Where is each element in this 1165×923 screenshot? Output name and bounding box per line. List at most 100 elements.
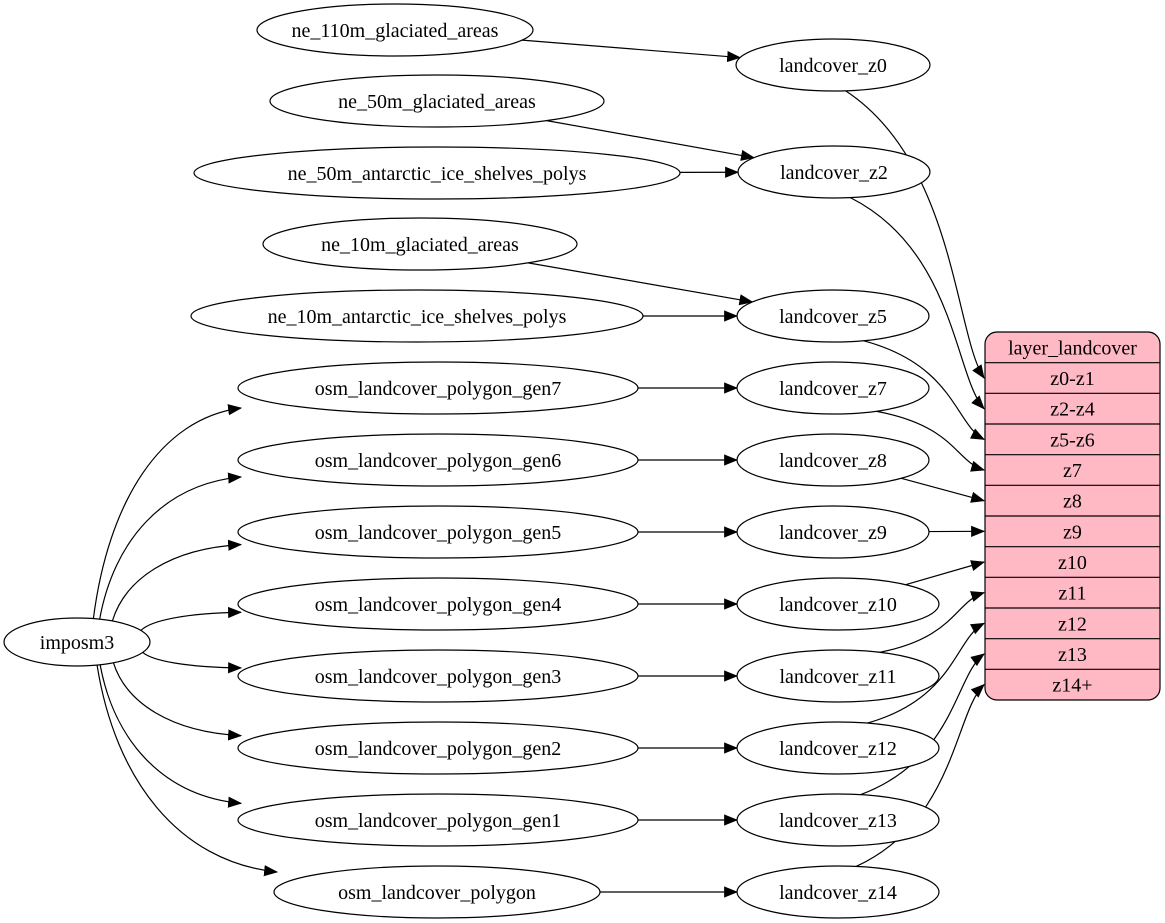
- node-label-ne_50m_glaciated_areas: ne_50m_glaciated_areas: [338, 91, 536, 113]
- node-shape-osm_landcover_polygon_gen3: [237, 649, 639, 703]
- node-landcover_z5: landcover_z5: [736, 289, 930, 343]
- edge-imposm3--osm_landcover_polygon_gen1: [99, 664, 243, 808]
- node-osm_landcover_polygon_gen4: osm_landcover_polygon_gen4: [237, 577, 639, 631]
- node-osm_landcover_polygon: osm_landcover_polygon: [273, 865, 601, 919]
- edges-layer: [92, 39, 986, 898]
- edge-imposm3--osm_landcover_polygon_gen5: [111, 539, 243, 622]
- record-row-z8: z8: [1063, 491, 1082, 513]
- edge-landcover_z5--layer_landcover-z5-z6: [863, 340, 985, 440]
- node-shape-ne_10m_glaciated_areas: [262, 217, 578, 271]
- edge-landcover_z10--layer_landcover-z10: [905, 560, 986, 586]
- edge-imposm3--osm_landcover_polygon_gen3: [142, 651, 243, 674]
- node-label-ne_10m_glaciated_areas: ne_10m_glaciated_areas: [321, 234, 519, 256]
- node-label-osm_landcover_polygon_gen1: osm_landcover_polygon_gen1: [315, 810, 562, 832]
- record-row-z10: z10: [1058, 552, 1087, 574]
- node-shape-osm_landcover_polygon: [273, 865, 601, 919]
- node-ne_10m_glaciated_areas: ne_10m_glaciated_areas: [262, 217, 578, 271]
- node-label-osm_landcover_polygon: osm_landcover_polygon: [338, 882, 536, 904]
- node-osm_landcover_polygon_gen5: osm_landcover_polygon_gen5: [237, 505, 639, 559]
- node-label-osm_landcover_polygon_gen7: osm_landcover_polygon_gen7: [315, 378, 562, 400]
- edge-landcover_z14--layer_landcover-z14+: [855, 683, 985, 867]
- record-row-z0-z1: z0-z1: [1050, 368, 1094, 390]
- node-label-osm_landcover_polygon_gen3: osm_landcover_polygon_gen3: [315, 666, 562, 688]
- node-shape-landcover_z0: [735, 38, 931, 92]
- record-row-z5-z6: z5-z6: [1050, 429, 1094, 451]
- node-layer_landcover: layer_landcoverz0-z1z2-z4z5-z6z7z8z9z10z…: [984, 331, 1161, 701]
- node-osm_landcover_polygon_gen7: osm_landcover_polygon_gen7: [237, 361, 639, 415]
- edge-imposm3--osm_landcover_polygon_gen6: [99, 472, 243, 620]
- record-row-z12: z12: [1058, 613, 1087, 635]
- node-imposm3: imposm3: [3, 617, 151, 667]
- node-osm_landcover_polygon_gen3: osm_landcover_polygon_gen3: [237, 649, 639, 703]
- record-row-z13: z13: [1058, 644, 1087, 666]
- record-row-z2-z4: z2-z4: [1050, 399, 1094, 421]
- edge-ne_110m_glaciated_areas--landcover_z0: [521, 39, 742, 63]
- node-label-osm_landcover_polygon_gen4: osm_landcover_polygon_gen4: [315, 594, 562, 616]
- node-shape-landcover_z7: [736, 361, 930, 415]
- node-label-landcover_z8: landcover_z8: [779, 450, 887, 472]
- node-shape-landcover_z9: [736, 505, 930, 559]
- node-shape-landcover_z11: [736, 649, 940, 703]
- record-row-z9: z9: [1063, 521, 1082, 543]
- node-landcover_z7: landcover_z7: [736, 361, 930, 415]
- edge-imposm3--osm_landcover_polygon_gen2: [112, 662, 243, 741]
- node-shape-osm_landcover_polygon_gen5: [237, 505, 639, 559]
- node-landcover_z12: landcover_z12: [736, 721, 940, 775]
- node-label-landcover_z0: landcover_z0: [779, 55, 887, 77]
- node-label-landcover_z11: landcover_z11: [780, 666, 897, 688]
- node-ne_50m_antarctic_ice_shelves_polys: ne_50m_antarctic_ice_shelves_polys: [193, 146, 681, 200]
- node-shape-osm_landcover_polygon_gen1: [237, 793, 639, 847]
- node-label-osm_landcover_polygon_gen5: osm_landcover_polygon_gen5: [315, 522, 562, 544]
- node-label-landcover_z14: landcover_z14: [779, 882, 897, 904]
- node-landcover_z10: landcover_z10: [736, 577, 940, 631]
- node-osm_landcover_polygon_gen2: osm_landcover_polygon_gen2: [237, 721, 639, 775]
- node-shape-landcover_z8: [736, 433, 930, 487]
- node-label-landcover_z7: landcover_z7: [779, 378, 887, 400]
- edge-ne_10m_glaciated_areas--landcover_z5: [528, 262, 754, 306]
- node-label-osm_landcover_polygon_gen2: osm_landcover_polygon_gen2: [315, 738, 562, 760]
- node-landcover_z8: landcover_z8: [736, 433, 930, 487]
- edge-landcover_z2--layer_landcover-z2-z4: [850, 197, 985, 410]
- edge-imposm3--osm_landcover_polygon_gen7: [92, 404, 243, 619]
- node-ne_50m_glaciated_areas: ne_50m_glaciated_areas: [269, 74, 605, 128]
- node-label-ne_110m_glaciated_areas: ne_110m_glaciated_areas: [292, 20, 499, 42]
- edge-imposm3--osm_landcover_polygon_gen4: [140, 606, 243, 631]
- node-shape-ne_10m_antarctic_ice_shelves_polys: [190, 289, 644, 343]
- node-label-landcover_z13: landcover_z13: [779, 810, 897, 832]
- node-shape-ne_50m_antarctic_ice_shelves_polys: [193, 146, 681, 200]
- node-shape-landcover_z13: [736, 793, 940, 847]
- node-landcover_z0: landcover_z0: [735, 38, 931, 92]
- edge-landcover_z11--layer_landcover-z11: [879, 591, 986, 653]
- node-label-osm_landcover_polygon_gen6: osm_landcover_polygon_gen6: [315, 450, 562, 472]
- edge-imposm3--osm_landcover_polygon: [96, 664, 279, 877]
- node-shape-osm_landcover_polygon_gen2: [237, 721, 639, 775]
- node-ne_10m_antarctic_ice_shelves_polys: ne_10m_antarctic_ice_shelves_polys: [190, 289, 644, 343]
- node-label-ne_10m_antarctic_ice_shelves_polys: ne_10m_antarctic_ice_shelves_polys: [268, 306, 567, 328]
- record-row-z11: z11: [1058, 583, 1086, 605]
- node-shape-landcover_z5: [736, 289, 930, 343]
- node-shape-ne_50m_glaciated_areas: [269, 74, 605, 128]
- record-title: layer_landcover: [1008, 337, 1137, 359]
- node-label-landcover_z5: landcover_z5: [779, 306, 887, 328]
- edge-landcover_z12--layer_landcover-z12: [867, 622, 985, 724]
- edge-landcover_z13--layer_landcover-z13: [860, 653, 985, 796]
- node-landcover_z9: landcover_z9: [736, 505, 930, 559]
- edge-ne_50m_glaciated_areas--landcover_z2: [546, 120, 755, 161]
- node-shape-osm_landcover_polygon_gen7: [237, 361, 639, 415]
- node-shape-osm_landcover_polygon_gen6: [237, 433, 639, 487]
- node-osm_landcover_polygon_gen1: osm_landcover_polygon_gen1: [237, 793, 639, 847]
- node-shape-ne_110m_glaciated_areas: [256, 3, 534, 57]
- node-shape-landcover_z2: [737, 145, 931, 199]
- node-ne_110m_glaciated_areas: ne_110m_glaciated_areas: [256, 3, 534, 57]
- node-label-ne_50m_antarctic_ice_shelves_polys: ne_50m_antarctic_ice_shelves_polys: [288, 163, 587, 185]
- node-label-landcover_z12: landcover_z12: [779, 738, 897, 760]
- node-shape-imposm3: [3, 617, 151, 667]
- node-landcover_z13: landcover_z13: [736, 793, 940, 847]
- node-shape-osm_landcover_polygon_gen4: [237, 577, 639, 631]
- node-label-imposm3: imposm3: [40, 632, 114, 654]
- node-shape-landcover_z10: [736, 577, 940, 631]
- node-label-landcover_z10: landcover_z10: [779, 594, 897, 616]
- node-landcover_z14: landcover_z14: [736, 865, 940, 919]
